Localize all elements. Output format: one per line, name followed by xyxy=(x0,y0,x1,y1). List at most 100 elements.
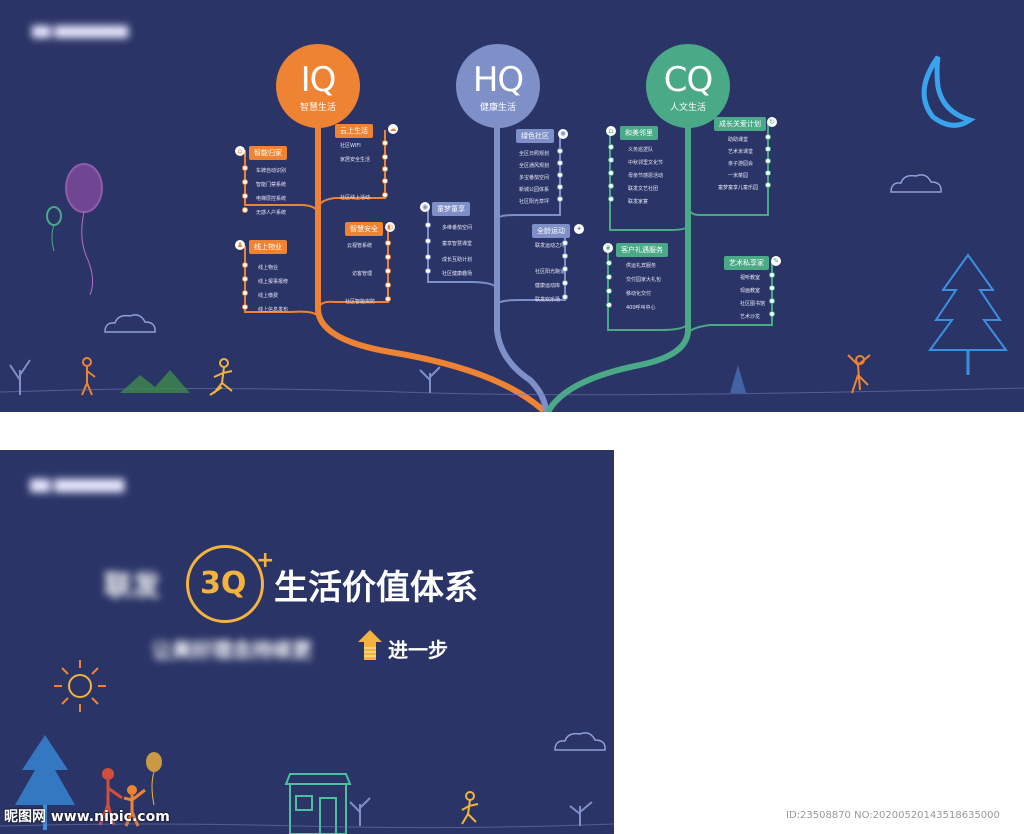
list-item: 家居安全生活 xyxy=(340,157,371,163)
list-dot xyxy=(242,290,248,296)
list-item: 全区日照规划 xyxy=(519,151,550,157)
list-dot xyxy=(425,222,431,228)
list-item: 线上物业 xyxy=(258,265,279,271)
list-dot xyxy=(562,280,568,286)
list-dot xyxy=(562,294,568,300)
list-item: 访客管理 xyxy=(352,271,373,277)
list-dot xyxy=(385,268,391,274)
watermark-right: ID:23508870 NO:20200520143518635000 xyxy=(786,810,1000,821)
list-item: 供运礼宾服务 xyxy=(626,263,657,269)
list-item: 无感人户系统 xyxy=(256,210,287,216)
list-item: 多宝番茄空间 xyxy=(519,175,550,181)
list-dot xyxy=(765,146,771,152)
list-dot xyxy=(382,192,388,198)
cloud-icon: ☁ xyxy=(388,124,398,134)
globe-icon: ◉ xyxy=(420,202,430,212)
list-dot xyxy=(385,296,391,302)
list-item: 艺术沙龙 xyxy=(740,314,761,320)
list-item: 社区线上活动 xyxy=(340,195,371,201)
shield-icon: ◐ xyxy=(385,222,395,232)
list-item: 一米菜园 xyxy=(728,173,749,179)
brand-logo-blurred: ▇▇ ▇▇▇▇▇▇▇ xyxy=(30,478,125,493)
hq-tag-all-age-sports: 全龄运动 xyxy=(532,224,570,238)
list-item: 童梦童享儿童乐园 xyxy=(718,185,759,191)
list-item: 线上缴费 xyxy=(258,293,279,299)
pine-tree-icon xyxy=(928,253,1008,375)
list-item: 助助课堂 xyxy=(728,137,749,143)
list-item: 400呼叫中心 xyxy=(626,305,656,311)
list-item: 移动化交付 xyxy=(626,291,652,297)
list-item: 母亲节感恩活动 xyxy=(628,173,664,179)
list-item: 新城公园体系 xyxy=(519,187,550,193)
list-item: 线上报事报修 xyxy=(258,279,289,285)
list-dot xyxy=(557,184,563,190)
list-dot xyxy=(765,182,771,188)
list-dot xyxy=(382,154,388,160)
brush-icon: ✎ xyxy=(771,256,781,266)
subtitle-tail: 进一步 xyxy=(388,638,448,662)
subtitle-blurred: 让美好理念持续更 xyxy=(152,638,312,662)
list-item: 全区通风规划 xyxy=(519,163,550,169)
iq-tag-cloud-life: 云上生活 xyxy=(335,124,373,138)
list-item: 云视管系统 xyxy=(347,243,373,249)
cq-circle: CQ 人文生活 xyxy=(646,44,730,128)
list-dot xyxy=(425,268,431,274)
list-dot xyxy=(557,172,563,178)
cloud-doodle-icon xyxy=(554,732,606,751)
list-dot xyxy=(385,240,391,246)
cq-tag-art-club: 艺术私享家 xyxy=(724,256,769,270)
list-item: 童享智慧课堂 xyxy=(442,241,473,247)
list-dot xyxy=(769,285,775,291)
list-item: 智能门禁系统 xyxy=(256,182,287,188)
ground-doodles xyxy=(0,791,614,829)
top-panel: ▇▇ ▇▇▇▇▇▇▇▇ IQ 智慧生活 HQ 健康生活 CQ 人文生活 云上生活 xyxy=(0,0,1024,412)
list-item: 社区阳光草坪 xyxy=(519,199,550,205)
list-item: 社区健康趣场 xyxy=(442,271,473,277)
list-dot xyxy=(606,260,612,266)
brand-logo-blurred: ▇▇ ▇▇▇▇▇▇▇▇ xyxy=(32,24,129,38)
list-dot xyxy=(242,207,248,213)
list-dot xyxy=(765,158,771,164)
bottom-panel: ▇▇ ▇▇▇▇▇▇▇ 联发 xyxy=(0,450,614,834)
list-dot xyxy=(242,276,248,282)
balloon-icon xyxy=(146,752,162,806)
list-item: 电梯层控系统 xyxy=(256,196,287,202)
hq-tag-green-community: 绿色社区 xyxy=(516,129,554,143)
list-dot xyxy=(608,170,614,176)
list-dot xyxy=(242,304,248,310)
list-item: 联发欢乐场 xyxy=(535,297,561,303)
list-item: 车牌自动识别 xyxy=(256,168,287,174)
balloon-icon xyxy=(65,163,103,296)
list-dot xyxy=(557,196,563,202)
list-item: 社区WIFI xyxy=(340,143,361,149)
3q-badge-circle xyxy=(186,545,264,623)
list-dot xyxy=(382,166,388,172)
list-dot xyxy=(608,157,614,163)
iq-subtitle: 智慧生活 xyxy=(299,103,336,113)
list-item: 艺术米课堂 xyxy=(728,149,754,155)
list-dot xyxy=(425,254,431,260)
list-dot xyxy=(765,134,771,140)
list-dot xyxy=(608,196,614,202)
iq-tag-smart-home: 智能归家 xyxy=(249,146,287,160)
list-item: 线上信息发布 xyxy=(258,307,289,313)
list-dot xyxy=(382,140,388,146)
hq-tag-kids-dream: 童梦童享 xyxy=(432,202,470,216)
watermark-left: 昵图网 www.nipic.com xyxy=(4,809,170,825)
runner-icon: ✦ xyxy=(574,224,584,234)
person-icon: ♟ xyxy=(235,240,245,250)
list-item: 义务巡逻队 xyxy=(628,147,654,153)
list-dot xyxy=(765,170,771,176)
3q-badge-text: 3Q xyxy=(200,566,247,601)
list-item: 社区智能安防 xyxy=(345,299,376,305)
tree-decoration xyxy=(15,735,75,830)
list-dot xyxy=(557,160,563,166)
sun-icon: ✺ xyxy=(558,129,568,139)
cq-tag-growth-care: 成长关爱计划 xyxy=(714,117,766,131)
list-item: 多维番茄空间 xyxy=(442,225,473,231)
cloud-doodle-icon xyxy=(104,314,156,333)
list-item: 联发运动之环 xyxy=(535,243,566,249)
list-dot xyxy=(242,193,248,199)
cq-tag-customer-service: 客户礼遇服务 xyxy=(616,243,668,257)
list-item: 健康运动库 xyxy=(535,283,561,289)
